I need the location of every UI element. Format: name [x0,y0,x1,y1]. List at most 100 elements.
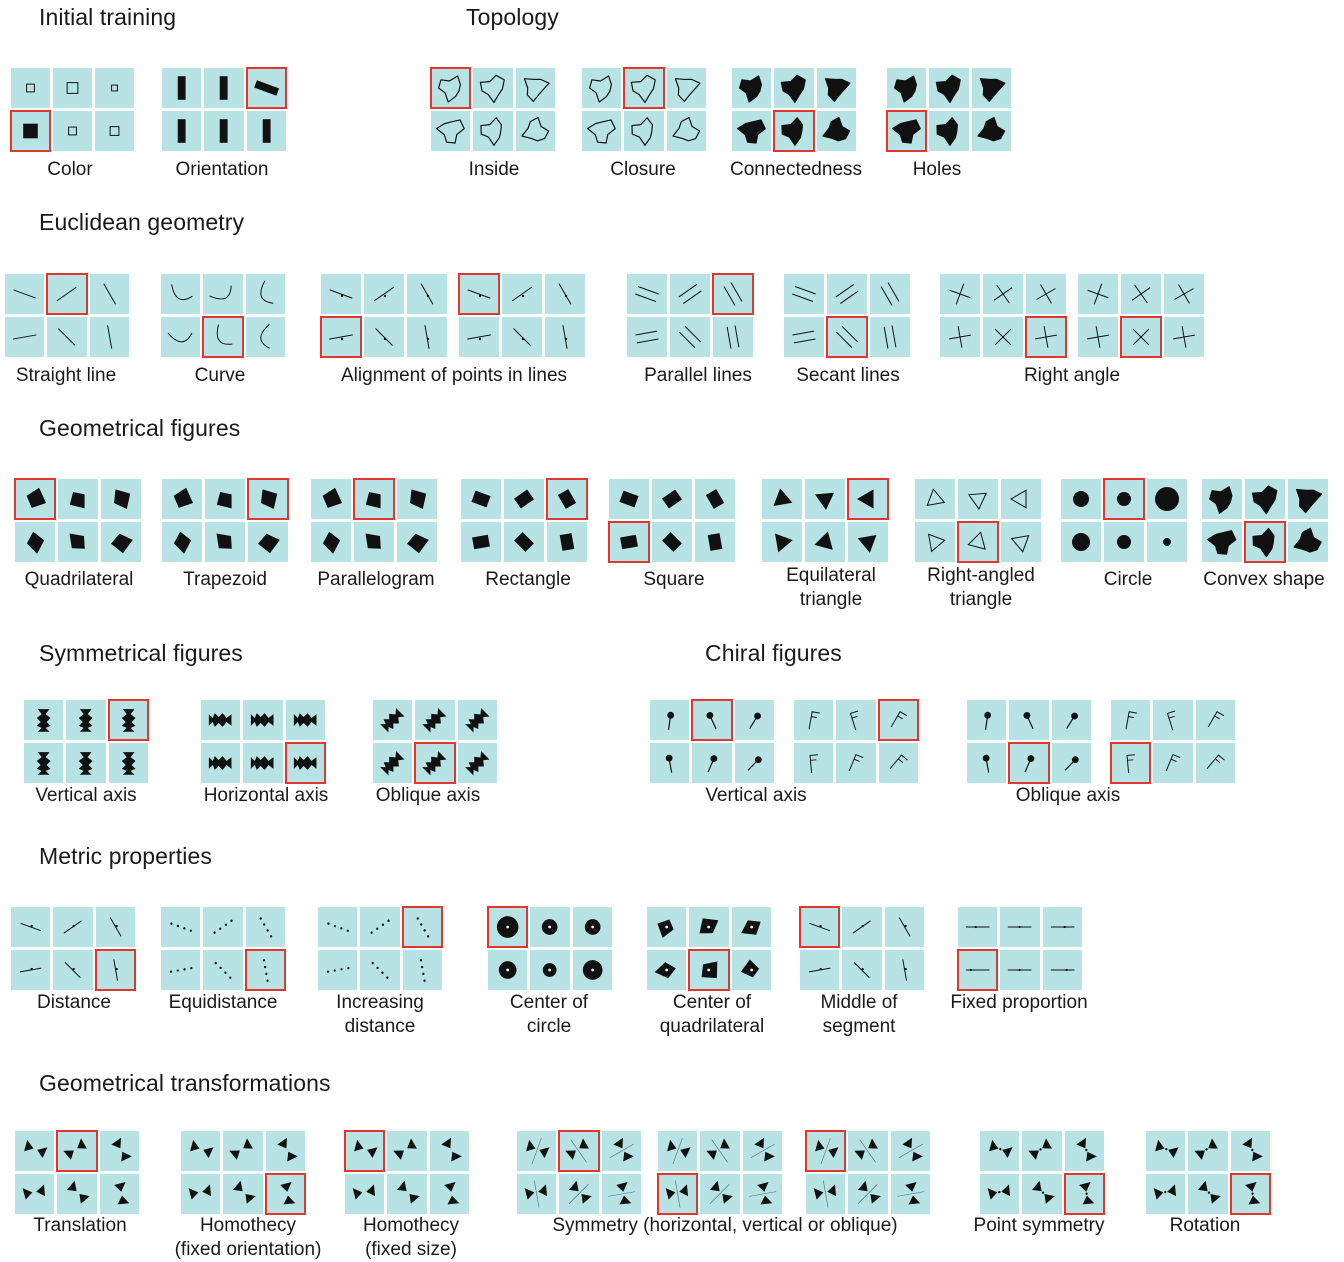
cell-figure [459,317,499,357]
cell-figure [11,68,50,108]
flag-figure [1126,712,1137,731]
triangle-pair-figure [277,1138,298,1163]
symmetric-figure [464,750,490,776]
triangle-figure [1012,536,1029,552]
panel-cell [1065,1131,1104,1171]
bar-figure [178,119,186,143]
panel-cell [517,1174,556,1214]
label-homothecy-size-line1: Homothecy [363,1214,459,1238]
triangle-pair-figure [604,1135,639,1167]
panel-cell [1111,700,1150,740]
panel-symmetry-b [658,1131,782,1214]
line-figure [376,329,393,346]
cell-figure [559,1174,598,1214]
cell-figure [1153,743,1192,783]
cell-figure [732,907,771,947]
cell-figure [162,68,201,108]
highlighted-cell [1104,479,1144,519]
cell-figure [321,317,361,357]
highlighted-cell [15,479,55,519]
point-figure [506,926,509,929]
cross-figure [946,280,974,308]
cell-figure [879,743,918,783]
panel-equidistance [161,907,285,990]
triangle-pair-figure [111,1138,132,1163]
point-figure [479,295,481,297]
highlighted-cell [248,479,288,519]
panel-center-of-quadrilateral [647,907,771,990]
cell-figure [181,1131,220,1171]
triangle-pair-figure [893,1135,928,1167]
panel-cell [735,743,774,783]
cell-figure [47,317,86,357]
cell-figure [794,700,833,740]
cell-figure [1245,479,1285,519]
panel-cell [1009,700,1048,740]
panel-cell [627,317,667,357]
panel-homothecy-size [345,1131,469,1214]
triangle-pair-figure [23,1184,46,1199]
pin-figure [1063,711,1079,730]
label-middle-line1: Middle of [820,991,897,1015]
panel-cell [658,1131,697,1171]
triangle-pair-figure [441,1138,462,1163]
panel-cell [248,522,288,562]
panel-cell [940,274,980,314]
rectangle-figure [619,491,638,508]
symmetric-figure [79,709,93,732]
cell-figure [415,743,454,783]
panel-cell [5,317,44,357]
cell-figure [887,68,926,108]
cell-figure [1026,274,1066,314]
cell-figure [459,274,499,314]
cell-figure [473,111,512,151]
dots-figure [327,922,349,932]
cell-figure [547,479,587,519]
panel-cell [1078,274,1118,314]
rectangle-figure [472,535,490,550]
cell-figure [1147,479,1187,519]
triangle-pair-figure [189,1140,213,1158]
cell-figure [827,317,867,357]
cell-figure [667,68,706,108]
cross-figure [1084,280,1112,308]
flag-figure [1168,711,1181,730]
label-parallelogram: Parallelogram [317,568,434,592]
panel-cell [652,479,692,519]
cell-figure [983,317,1023,357]
panel-cell [670,317,710,357]
panel-cell [573,907,612,947]
pin-figure [704,754,718,773]
point-figure [862,968,864,970]
label-circle: Circle [1104,568,1153,592]
symmetric-figure [422,750,448,776]
dots-figure [170,967,193,973]
cell-figure [201,700,240,740]
highlighted-cell [488,907,527,947]
panel-cell [458,700,497,740]
panel-cell [360,907,399,947]
cell-figure [1121,317,1161,357]
cell-figure [1147,522,1187,562]
triangle-pair-figure [280,1182,295,1205]
panel-cell [967,700,1006,740]
cell-figure [1202,522,1242,562]
cell-figure [650,700,689,740]
panel-cell [885,950,924,990]
cell-figure [670,274,710,314]
panel-cell [609,479,649,519]
panel-cell [735,700,774,740]
cell-figure [958,479,998,519]
panel-cell [204,111,243,151]
cross-figure [1169,279,1199,309]
panel-cell [827,274,867,314]
panel-cell [1196,743,1235,783]
label-equidistance: Equidistance [169,991,278,1015]
panel-increasing-distance [318,907,442,990]
cell-figure [848,1174,887,1214]
rectangle-figure [560,533,575,551]
panel-parallel-lines [627,274,753,357]
dots-figure [371,961,389,979]
panel-cell [1153,743,1192,783]
cell-figure [1231,1174,1270,1214]
